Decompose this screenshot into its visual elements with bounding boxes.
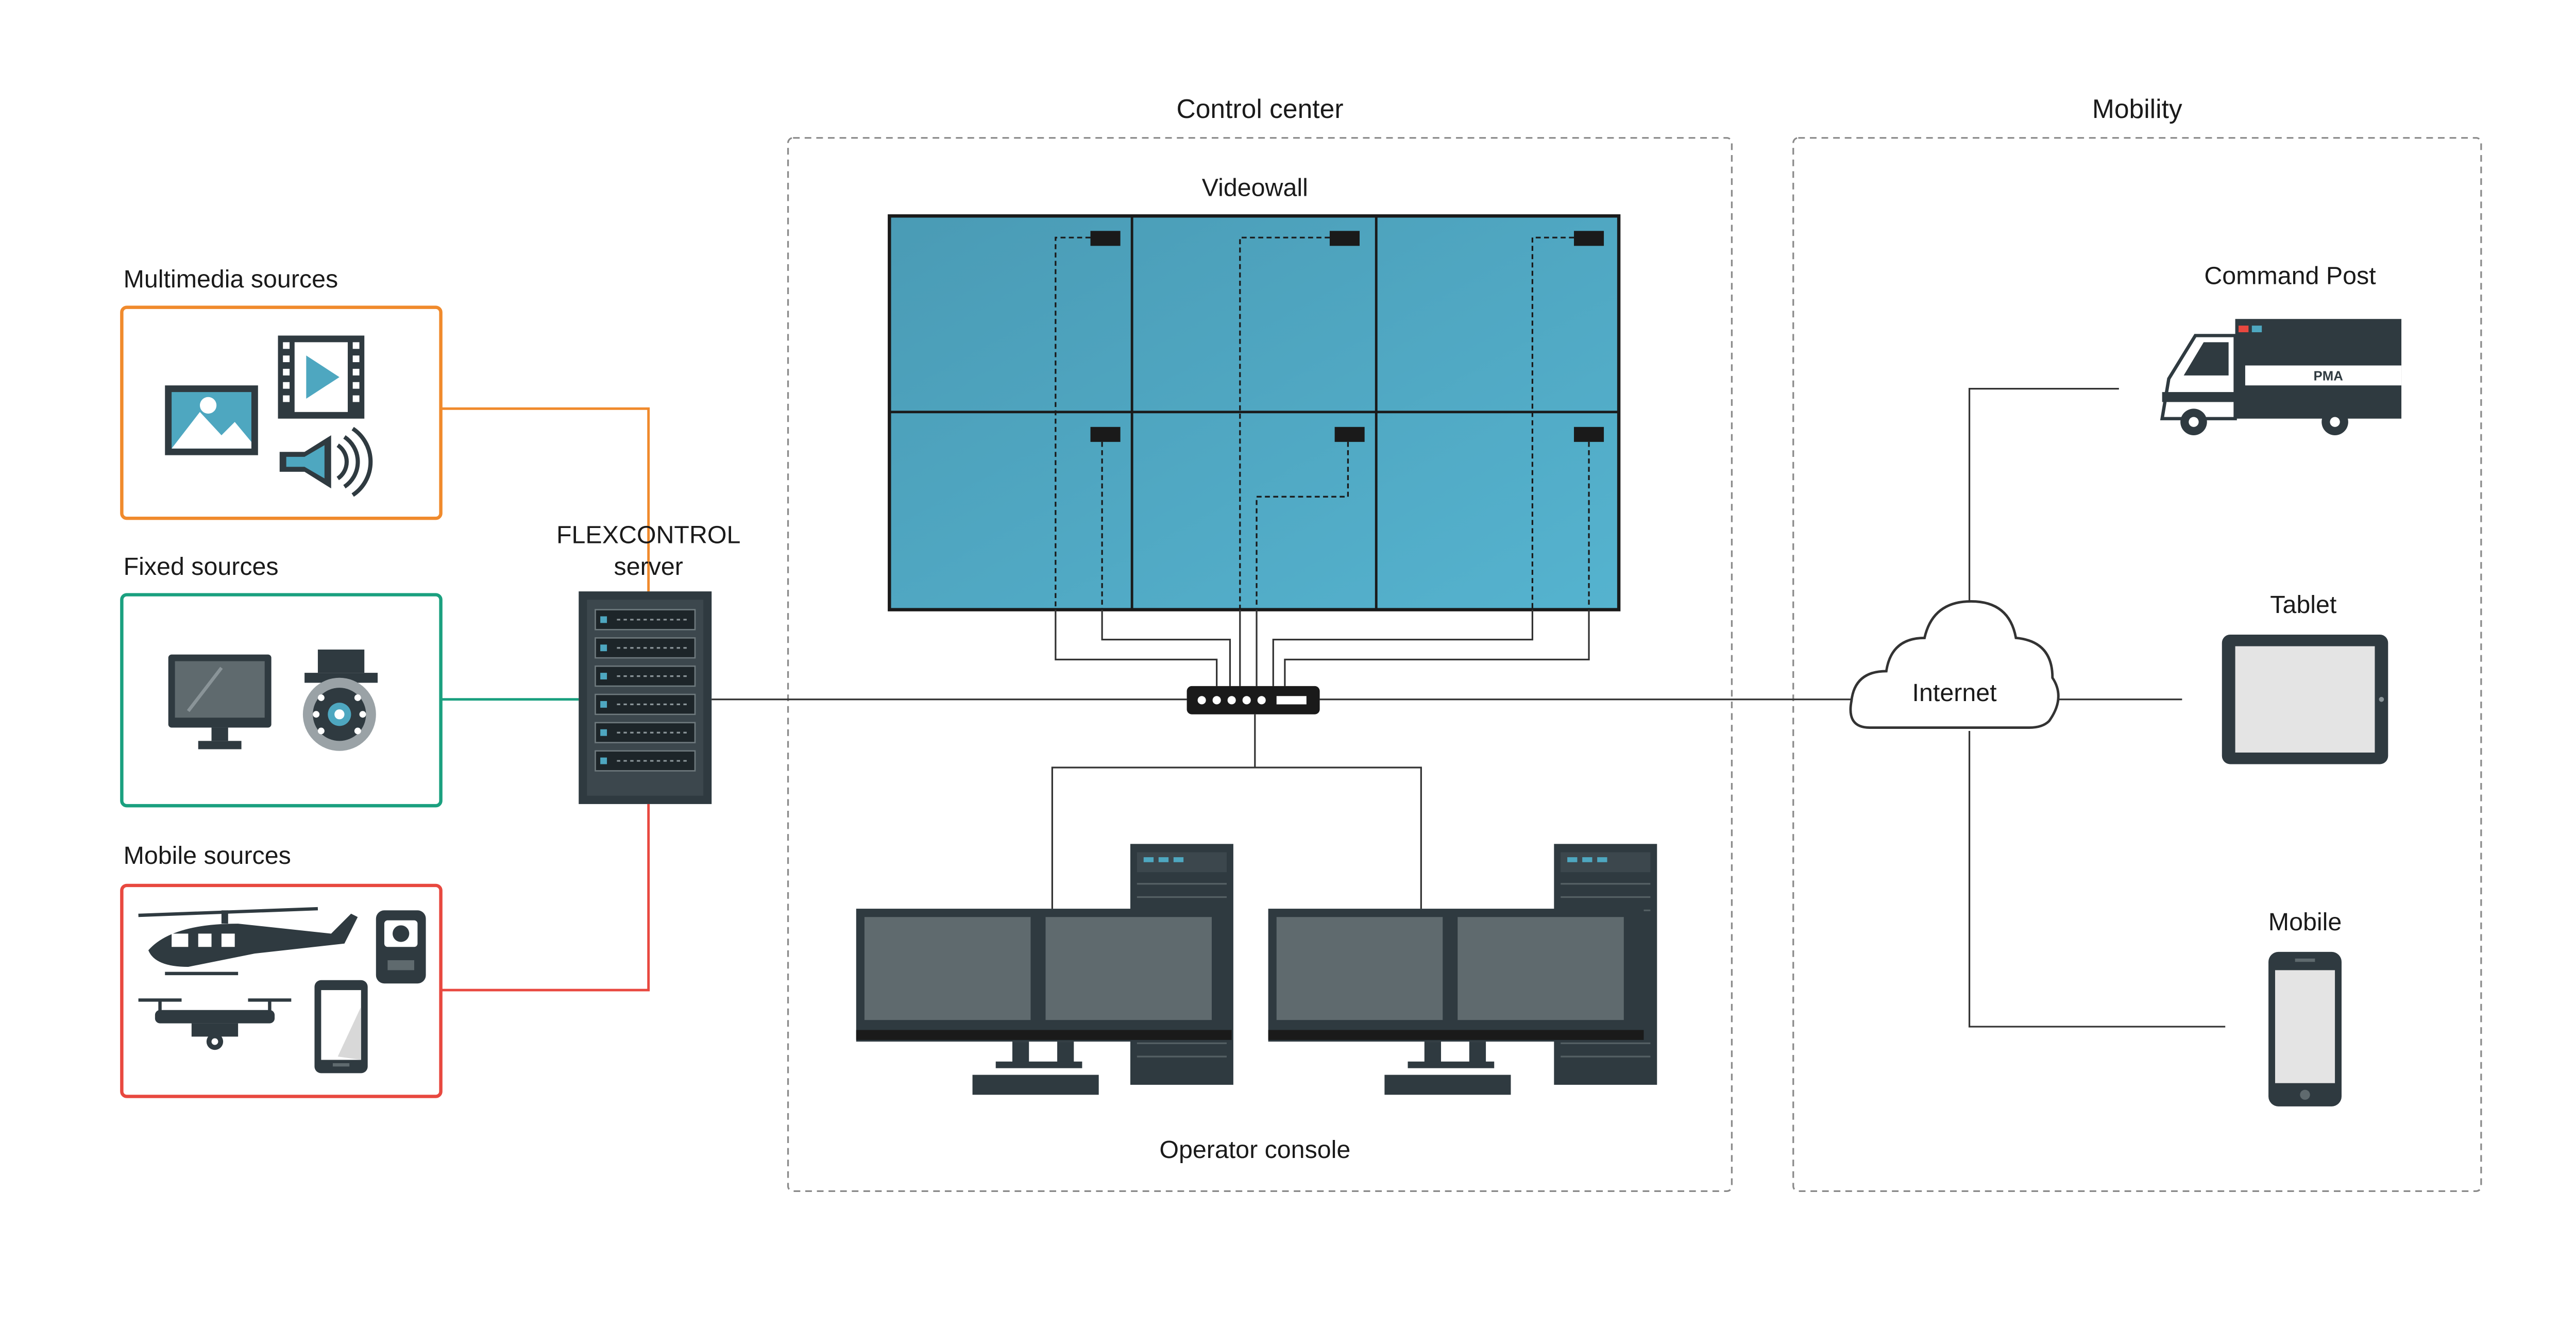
multimedia-sources-group: Multimedia sources <box>120 265 443 520</box>
mobile-label: Mobile <box>2268 908 2342 936</box>
multimedia-sources-label: Multimedia sources <box>124 265 338 293</box>
fixed-sources-group: Fixed sources <box>120 553 443 808</box>
multimedia-sources-box <box>120 305 443 520</box>
cloud-icon <box>1849 600 2060 729</box>
multimedia-connector <box>440 407 650 592</box>
command-post-truck-icon: PMA <box>2160 319 2402 435</box>
control-center-title: Control center <box>1176 94 1343 124</box>
mobility-frame <box>1792 137 2482 1192</box>
control-center-frame <box>787 137 1733 1192</box>
network-switch-icon <box>1187 686 1320 714</box>
picture-icon <box>165 385 258 455</box>
fixed-sources-label: Fixed sources <box>124 553 279 581</box>
tablet-icon <box>2222 634 2388 764</box>
operator-console-label: Operator console <box>1159 1136 1350 1164</box>
videowall-internal-cabling <box>1055 236 1590 610</box>
internet-label: Internet <box>1912 679 1997 707</box>
mobile-sources-group: Mobile sources <box>120 842 443 1098</box>
speaker-icon <box>279 427 373 497</box>
decoder-boxes <box>1090 231 1604 442</box>
truck-text: PMA <box>2314 369 2343 384</box>
video-icon <box>278 335 365 419</box>
mobile-phone-icon <box>2268 951 2342 1106</box>
mobility-cabling <box>1968 388 2226 1028</box>
mobile-sources-label: Mobile sources <box>124 842 291 870</box>
mobility-title: Mobility <box>2092 94 2182 124</box>
monitor-icon <box>168 654 272 749</box>
tablet-label: Tablet <box>2270 591 2337 619</box>
helicopter-icon <box>138 907 358 976</box>
camera-icon <box>302 649 378 751</box>
server-label-line2: server <box>614 553 683 581</box>
server-label-line1: FLEXCONTROL <box>556 521 740 549</box>
server-rack-icon <box>579 591 712 804</box>
command-post-label: Command Post <box>2204 262 2376 289</box>
videowall-label: Videowall <box>1202 174 1308 202</box>
drone-icon <box>138 998 292 1050</box>
videowall-switch-cabling <box>1055 609 1590 686</box>
bodycam-icon <box>376 910 426 984</box>
operator-workstation-right <box>1268 844 1657 1095</box>
switch-console-cabling <box>1051 766 1422 909</box>
mobile-connector <box>440 804 650 992</box>
operator-workstation-left <box>856 844 1233 1095</box>
videowall <box>888 214 1621 611</box>
smartphone-icon <box>314 980 368 1074</box>
